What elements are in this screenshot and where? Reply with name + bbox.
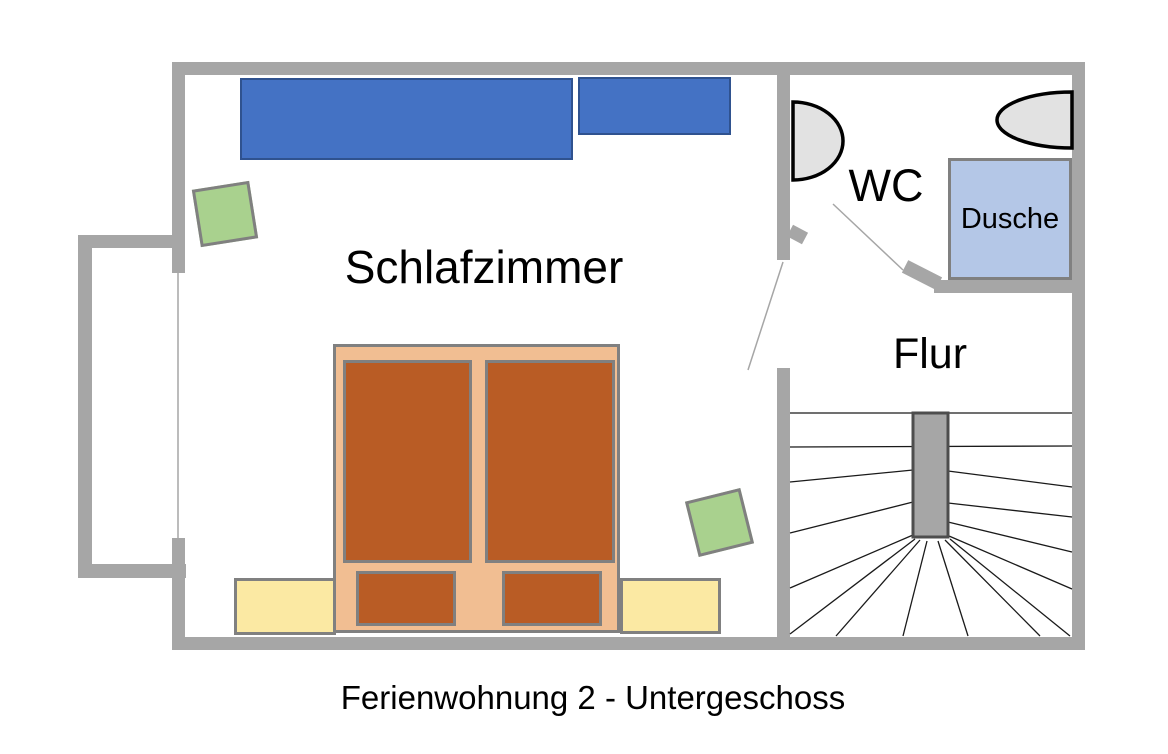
stair-tread-line xyxy=(947,521,1073,553)
room-label-wc: WC xyxy=(848,160,924,211)
stair-tread-line xyxy=(948,535,1073,590)
plan-title: Ferienwohnung 2 - Untergeschoss xyxy=(340,679,846,716)
wall-divider-upper xyxy=(777,62,790,260)
shower-label: Dusche xyxy=(960,202,1060,235)
stair-treads xyxy=(789,412,1073,637)
nightstand-right xyxy=(620,578,721,634)
wall-top xyxy=(172,62,1085,75)
room-label-schlafzimmer: Schlafzimmer xyxy=(344,241,624,293)
pillow-right xyxy=(502,571,602,626)
nightstand-left xyxy=(234,578,336,635)
stair-tread-line xyxy=(937,540,969,637)
stair-tread-line xyxy=(944,539,1041,637)
room-label-flur: Flur xyxy=(892,330,968,378)
stair-tread-line xyxy=(902,540,928,637)
bedroom-door-swing-line xyxy=(747,261,784,371)
wall-bottom xyxy=(172,637,1085,650)
wall-left-upper xyxy=(172,62,185,273)
stair-tread-line xyxy=(789,534,914,589)
mattress-right xyxy=(485,360,615,563)
wall-divider-lower xyxy=(777,368,790,650)
shower-cabin: Dusche xyxy=(948,158,1072,280)
wardrobe-small xyxy=(578,77,731,135)
stair-tread-line xyxy=(789,469,914,483)
wardrobe-large xyxy=(240,78,573,160)
mattress-left xyxy=(343,360,472,563)
wc-door-swing-line xyxy=(832,203,904,271)
plant-top-left xyxy=(191,180,259,248)
bay-wall-left xyxy=(78,235,92,578)
stair-tread-line xyxy=(949,538,1071,637)
stair-tread-line xyxy=(947,502,1073,518)
wc-basin-left xyxy=(791,100,845,182)
pillow-left xyxy=(356,571,456,626)
stair-tread-line xyxy=(947,470,1073,488)
stair-newel xyxy=(911,411,950,539)
wall-right xyxy=(1072,62,1085,650)
wc-basin-right xyxy=(995,90,1074,150)
stair-tread-line xyxy=(789,538,916,635)
bay-wall-bottom xyxy=(78,564,186,578)
bay-wall-top xyxy=(78,235,185,248)
stair-tread-line xyxy=(835,539,921,637)
wall-wc-bottom xyxy=(934,280,1085,293)
stair-tread-line xyxy=(789,501,914,534)
